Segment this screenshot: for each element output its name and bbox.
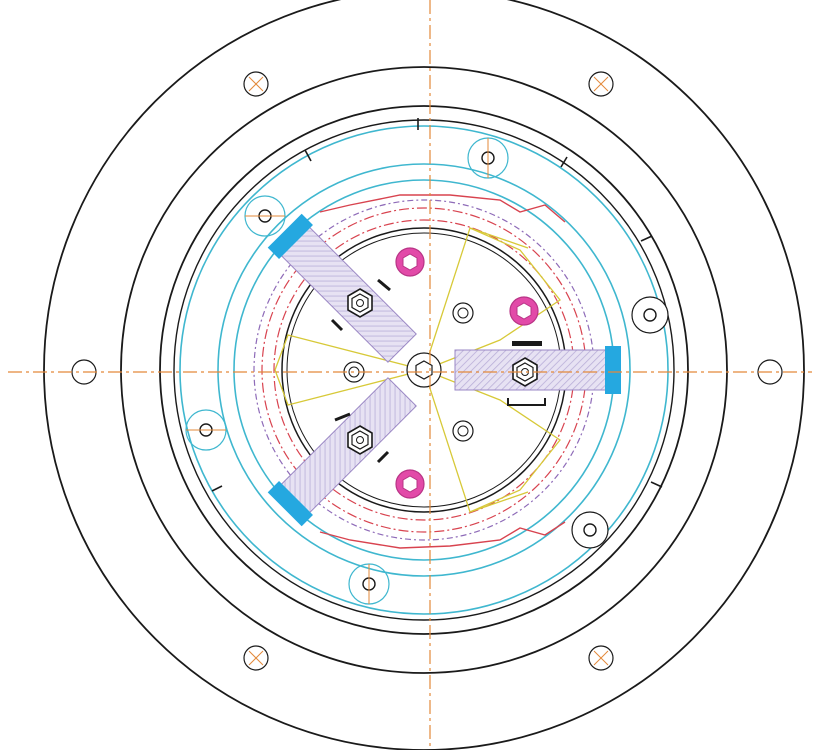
body-ring <box>159 105 689 635</box>
jaw-housing-outline <box>319 194 566 549</box>
flange-inner-ring <box>120 66 728 674</box>
outer-flange-ring <box>43 0 805 750</box>
guide-ring-holes <box>185 137 509 605</box>
body-ring-ticks <box>211 118 663 492</box>
bolt-head-bottom <box>395 469 425 499</box>
jaw-guide-lines <box>274 227 561 513</box>
jaw-pad-icon <box>267 213 313 259</box>
body-inner-ring <box>173 119 675 621</box>
jaw-right <box>454 341 621 406</box>
hex-nut-icon <box>347 288 373 318</box>
jaw-lower-left <box>267 377 417 527</box>
jaw-pad-icon <box>267 481 313 527</box>
guide-ring-mid <box>217 163 631 577</box>
hex-nut-icon <box>347 425 373 455</box>
counterbore-holes <box>571 296 669 549</box>
bolt-head-top <box>395 247 425 277</box>
jaw-pad-icon <box>605 346 621 394</box>
guide-ring-outer <box>179 125 669 615</box>
jaw-upper-left <box>267 213 417 363</box>
inner-screw <box>343 302 474 442</box>
center-bolt-icon <box>406 352 442 388</box>
bolt-head-right <box>509 296 539 326</box>
